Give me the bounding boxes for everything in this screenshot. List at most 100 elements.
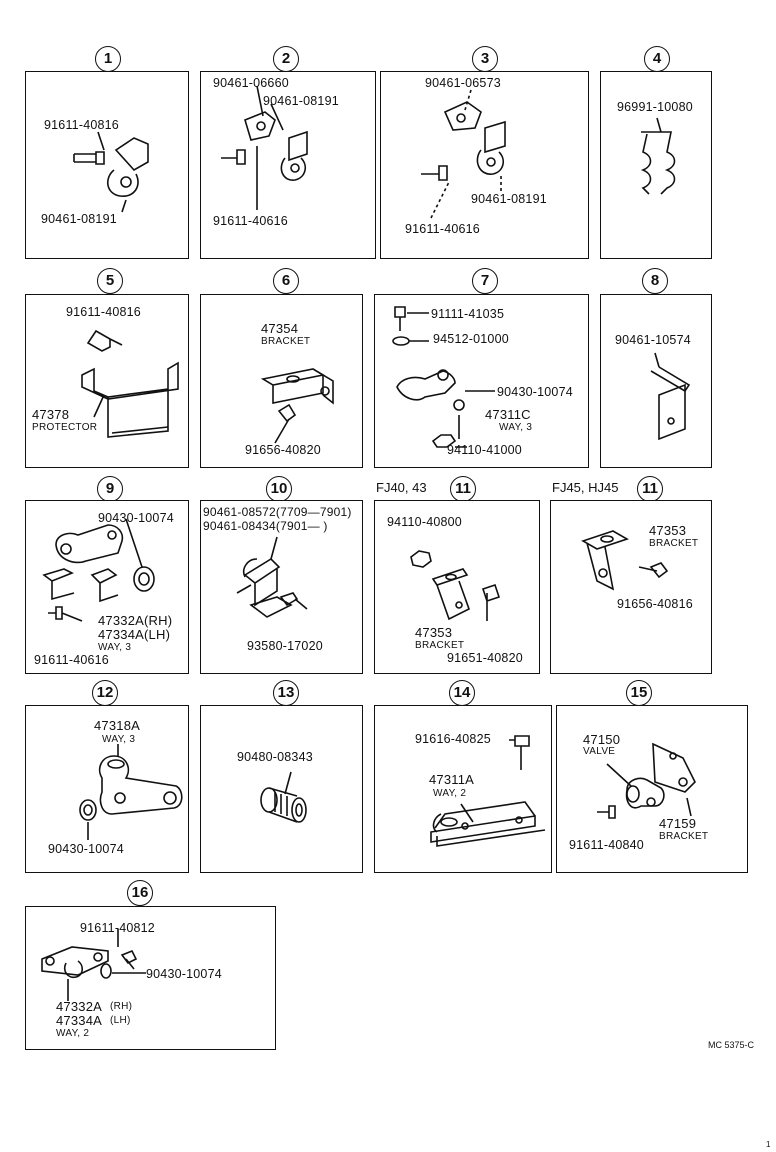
page-mark: 1 (766, 1140, 771, 1149)
part-label: 47353 (415, 625, 453, 640)
callout-1: 1 (95, 46, 121, 72)
panel-5: 91611-40816 47378 PROTECTOR (25, 294, 189, 468)
part-sublabel: VALVE (583, 746, 616, 757)
part-label: 47378 (32, 407, 70, 422)
part-sublabel: WAY, 2 (56, 1028, 90, 1039)
bolt-clamp-icon (73, 131, 149, 213)
part-label: 90461-08191 (471, 192, 547, 206)
panel-14: 91616-40825 47311A WAY, 2 (374, 705, 552, 873)
panel-10: 90461-08572(7709—7901) 90461-08434(7901—… (200, 500, 363, 674)
part-label: 47150 (583, 732, 621, 747)
callout-9: 9 (97, 476, 123, 502)
part-label: 91651-40820 (447, 651, 523, 665)
part-label: 90430-10074 (98, 511, 174, 525)
part-label: 91611-40812 (80, 921, 155, 935)
part-label: 47332A (56, 999, 103, 1014)
model-prefix: FJ45, HJ45 (552, 480, 619, 495)
part-label: 90430-10074 (48, 842, 124, 856)
way2-bracket-union-icon (41, 929, 146, 1001)
panel-11b: 47353 BRACKET 91656-40816 (550, 500, 712, 674)
part-sublabel: BRACKET (649, 538, 699, 549)
grommet-icon (260, 771, 307, 823)
part-sublabel: WAY, 3 (98, 642, 132, 653)
way3-union-icon (392, 306, 495, 448)
part-sublabel: BRACKET (415, 640, 465, 651)
panel-13: 90480-08343 (200, 705, 363, 873)
part-sublabel: BRACKET (659, 831, 709, 842)
part-sublabel: WAY, 3 (102, 734, 136, 745)
way3-joint-icon (79, 744, 183, 840)
panel-8: 90461-10574 (600, 294, 712, 468)
part-label: 90461-08572(7709—7901) (203, 505, 352, 519)
part-sublabel: BRACKET (261, 336, 311, 347)
part-label: 91611-40616 (34, 653, 109, 667)
union-bracket-icon (42, 518, 155, 622)
part-label: 90461-06660 (213, 76, 289, 90)
part-sublabel: (LH) (110, 1015, 131, 1026)
part-label: 91616-40825 (415, 732, 491, 746)
callout-2: 2 (273, 46, 299, 72)
part-label: 47354 (261, 321, 299, 336)
part-label: 96991-10080 (617, 100, 693, 114)
callout-8: 8 (642, 268, 668, 294)
valve-bracket-icon (597, 742, 696, 819)
part-label: 90461-08191 (41, 212, 117, 226)
panel-16: 91611-40812 90430-10074 47332A (RH) 4733… (25, 906, 276, 1050)
clamp-assembly-icon (421, 89, 506, 219)
part-label: 47318A (94, 718, 141, 733)
part-label: 47353 (649, 523, 687, 538)
double-clamp-icon (221, 85, 308, 210)
callout-11b: 11 (637, 476, 663, 502)
part-label: 47332A(RH) (98, 613, 173, 628)
part-label: 47311A (429, 772, 475, 787)
spring-clip-icon (640, 117, 676, 195)
part-sublabel: WAY, 3 (499, 422, 533, 433)
part-label: 93580-17020 (247, 639, 323, 653)
callout-14: 14 (449, 680, 475, 706)
part-label: 91611-40616 (213, 214, 288, 228)
callout-11a: 11 (450, 476, 476, 502)
panel-15: 47150 VALVE 47159 BRACKET 91611-40840 (556, 705, 748, 873)
panel-12: 47318A WAY, 3 90430-10074 (25, 705, 189, 873)
panel-2: 90461-06660 90461-08191 91611-40616 (200, 71, 376, 259)
part-label: 91111-41035 (431, 307, 505, 321)
callout-13: 13 (273, 680, 299, 706)
figure-code: MC 5375-C (708, 1040, 755, 1050)
callout-15: 15 (626, 680, 652, 706)
panel-3: 90461-06573 90461-08191 91611-40616 (380, 71, 589, 259)
part-label: 47311C (485, 407, 531, 422)
bracket-icon (581, 530, 669, 591)
part-label: 91611-40616 (405, 222, 480, 236)
panel-1: 91611-40816 90461-08191 (25, 71, 189, 259)
panel-7: 91111-41035 94512-01000 90430-10074 4731… (374, 294, 589, 468)
part-label: 90461-10574 (615, 333, 691, 347)
part-label: 91611-40816 (66, 305, 141, 319)
panel-11a: 94110-40800 47353 BRACKET 91651-40820 (374, 500, 540, 674)
bracket-icon (260, 368, 334, 444)
part-label: 90430-10074 (497, 385, 573, 399)
protector-icon (81, 329, 179, 438)
part-label: 90461-08191 (263, 94, 339, 108)
way2-union-icon (430, 735, 546, 847)
part-sublabel: WAY, 2 (433, 788, 467, 799)
callout-7: 7 (472, 268, 498, 294)
part-sublabel: PROTECTOR (32, 422, 98, 433)
clip-icon (650, 352, 691, 441)
part-label: 90430-10074 (146, 967, 222, 981)
part-label: 91611-40840 (569, 838, 644, 852)
part-label: 91656-40820 (245, 443, 321, 457)
part-label: 94512-01000 (433, 332, 509, 346)
part-label: 90461-06573 (425, 76, 501, 90)
part-label: 90480-08343 (237, 750, 313, 764)
panel-6: 47354 BRACKET 91656-40820 (200, 294, 363, 468)
part-sublabel: (RH) (110, 1001, 133, 1012)
callout-3: 3 (472, 46, 498, 72)
part-label: 47159 (659, 816, 697, 831)
callout-12: 12 (92, 680, 118, 706)
model-prefix: FJ40, 43 (376, 480, 427, 495)
panel-4: 96991-10080 (600, 71, 712, 259)
callout-5: 5 (97, 268, 123, 294)
part-label: 94110-40800 (387, 515, 462, 529)
callout-10: 10 (266, 476, 292, 502)
clamp-screw-icon (236, 536, 308, 618)
